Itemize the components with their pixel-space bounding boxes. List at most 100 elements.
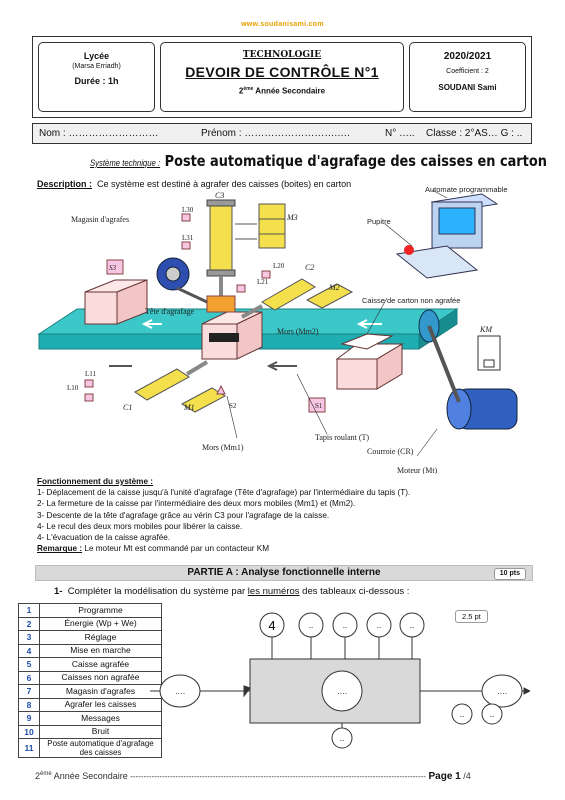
label-magasin: Magasin d'agrafes xyxy=(71,215,129,224)
question-points: 2.5 pt xyxy=(455,610,488,623)
label-l31: L31 xyxy=(182,234,194,242)
label-s2: S2 xyxy=(229,402,237,410)
nom-field[interactable]: Nom : ……………………… xyxy=(39,128,159,139)
points-badge: 10 pts xyxy=(493,568,526,580)
school-city: (Marsa Erriadh) xyxy=(72,63,121,70)
model-top-3[interactable]: .. xyxy=(343,621,347,630)
cylinder-c1-icon xyxy=(134,360,209,401)
label-m3: M3 xyxy=(286,213,298,222)
modelisation-diagram: 4 .. .. .. .. …. …. …. .. .. .. xyxy=(150,612,530,749)
caisse-agrafee-icon xyxy=(84,279,148,325)
partie-a-header: PARTIE A : Analyse fonctionnelle interne… xyxy=(35,565,533,581)
class-level: 2ème Année Secondaire xyxy=(238,86,326,96)
label-pupitre: Pupitre xyxy=(367,217,391,226)
fonct-title: Fonctionnement du système : xyxy=(37,477,154,486)
label-m2: M2 xyxy=(328,283,340,292)
exam-header: Lycée (Marsa Erriadh) Durée : 1h TECHNOL… xyxy=(32,36,532,118)
automate-programmable-icon xyxy=(395,193,499,279)
label-moteur: Moteur (Mt) xyxy=(397,466,438,474)
fonct-step: 1- Déplacement de la caisse jusqu'à l'un… xyxy=(37,488,411,498)
model-small-1[interactable]: .. xyxy=(460,710,464,719)
label-mors2: Mors (Mm2) xyxy=(277,327,319,336)
model-bottom[interactable]: .. xyxy=(340,734,344,743)
label-s3: S3 xyxy=(109,264,117,272)
label-l10: L10 xyxy=(67,384,79,392)
model-small-2[interactable]: .. xyxy=(490,710,494,719)
page-footer: 2ème Année Secondaire ------------------… xyxy=(35,771,471,782)
system-diagram: Magasin d'agrafes C3 M3 L30 L31 S3 L20 C… xyxy=(37,185,518,474)
label-l21: L21 xyxy=(257,278,269,286)
label-c3: C3 xyxy=(215,191,224,200)
contacteur-km-icon xyxy=(477,335,501,371)
number-field[interactable]: N° ….. xyxy=(385,128,415,139)
classe-field[interactable]: Classe : 2°AS… G : .. xyxy=(426,128,523,139)
year-box: 2020/2021 Coefficient : 2 SOUDANI Sami xyxy=(409,42,526,112)
sensor-s1-icon xyxy=(308,397,326,413)
label-s1: S1 xyxy=(315,402,323,410)
valve-m2-icon xyxy=(305,283,354,309)
caisse-icon xyxy=(201,311,263,360)
subject: TECHNOLOGIE xyxy=(242,50,322,60)
model-top-1[interactable]: 4 xyxy=(268,618,275,633)
school-name: Lycée xyxy=(83,51,110,61)
model-top-2[interactable]: .. xyxy=(309,621,313,630)
valve-m1-icon xyxy=(180,387,227,413)
student-identity-line: Nom : ……………………… Prénom : ……………………….…. N°… xyxy=(32,123,532,144)
page-number: Page 1 xyxy=(428,771,461,782)
sensor-s3-icon xyxy=(106,259,124,275)
model-top-4[interactable]: .. xyxy=(377,621,381,630)
label-l20: L20 xyxy=(273,262,285,270)
fonct-step: 2- La fermeture de la caisse par l'inter… xyxy=(37,499,356,509)
model-top-5[interactable]: .. xyxy=(410,621,414,630)
label-c2: C2 xyxy=(305,263,314,272)
label-tapis: Tapis roulant (T) xyxy=(315,433,369,442)
model-right[interactable]: …. xyxy=(497,687,507,696)
label-l30: L30 xyxy=(182,206,194,214)
remark: Remarque : Le moteur Mt est commandé par… xyxy=(37,544,270,554)
coefficient: Coefficient : 2 xyxy=(446,68,489,75)
cylinder-c2-icon xyxy=(241,278,316,319)
system-title: Système technique : Poste automatique d'… xyxy=(90,152,547,170)
title-box: TECHNOLOGIE DEVOIR DE CONTRÔLE N°1 2ème … xyxy=(160,42,404,112)
cylinder-c3-icon xyxy=(206,199,236,313)
label-c1: C1 xyxy=(123,403,132,412)
magasin-agrafes-icon xyxy=(156,257,208,304)
description: Description : Ce système est destiné à a… xyxy=(37,179,352,189)
label-tete: Tête d'agrafage xyxy=(145,307,195,316)
duration: Durée : 1h xyxy=(74,76,119,86)
school-box: Lycée (Marsa Erriadh) Durée : 1h xyxy=(38,42,155,112)
question-1: 1- Compléter la modélisation du système … xyxy=(54,586,410,597)
teacher-name: SOUDANI Sami xyxy=(438,83,497,92)
moteur-icon xyxy=(427,325,518,430)
model-center[interactable]: …. xyxy=(337,687,347,696)
label-mors1: Mors (Mm1) xyxy=(202,443,244,452)
label-courroie: Courroie (CR) xyxy=(367,447,414,456)
fonct-step: 4- L'évacuation de la caisse agrafée. xyxy=(37,533,171,543)
fonctionnement: Fonctionnement du système : 1- Déplaceme… xyxy=(37,476,410,554)
fonct-step: 4- Le recul des deux mors mobiles pour l… xyxy=(37,521,243,531)
label-m1: M1 xyxy=(183,403,195,412)
exam-title: DEVOIR DE CONTRÔLE N°1 xyxy=(185,64,379,80)
label-caisse-non: Caisse de carton non agrafée xyxy=(362,296,460,305)
site-url: www.soudanisami.com xyxy=(241,21,324,28)
label-automate: Automate programmable xyxy=(425,185,508,194)
label-km: KM xyxy=(479,325,493,334)
caisse-non-agrafee-icon xyxy=(335,333,404,390)
model-left[interactable]: …. xyxy=(175,687,185,696)
school-year: 2020/2021 xyxy=(443,51,492,62)
sensor-s2-icon xyxy=(216,384,226,395)
prenom-field[interactable]: Prénom : ……………………….…. xyxy=(201,128,350,139)
valve-m3-icon xyxy=(235,203,286,249)
